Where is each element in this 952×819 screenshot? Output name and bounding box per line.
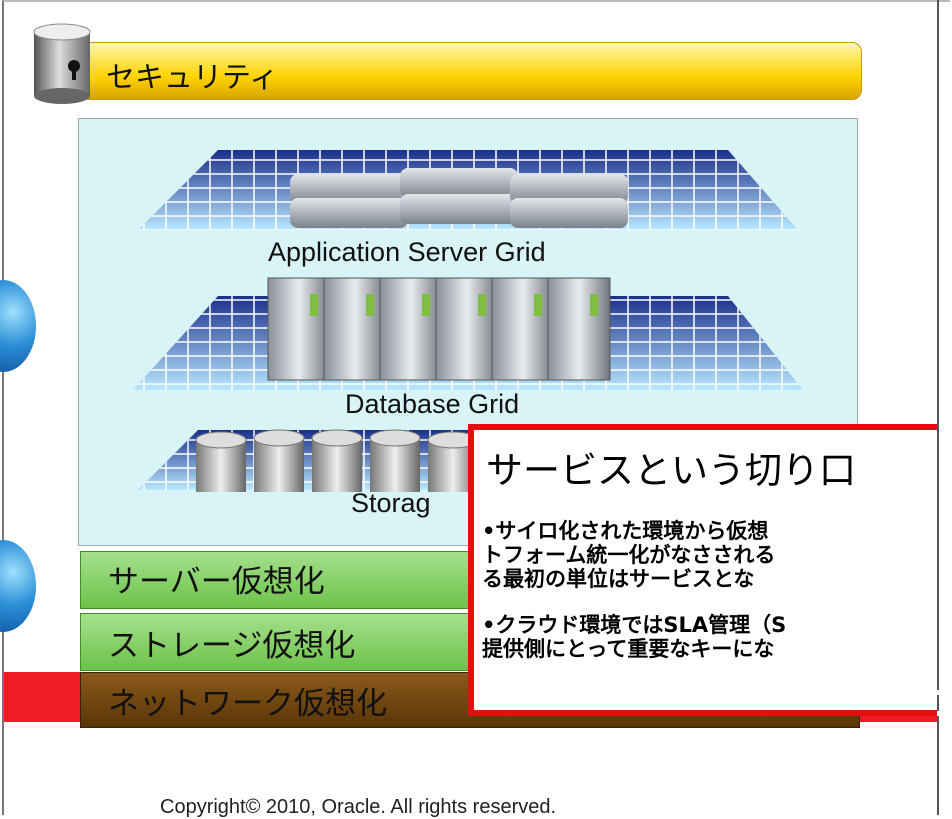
server-virtualization-label: サーバー仮想化 — [108, 564, 325, 600]
storage-virtualization-label: ストレージ仮想化 — [108, 628, 356, 664]
storage-grid-label: Storag — [351, 488, 431, 518]
security-label: セキュリティ — [106, 60, 279, 94]
app-server-icons — [290, 168, 628, 228]
callout-bullet-1-line-2: トフォーム統一化がなさされる — [482, 543, 776, 567]
service-callout-box — [468, 424, 937, 716]
db-server-icons — [267, 277, 611, 381]
callout-bullet-1-line-3: る最初の単位はサービスとな — [482, 567, 755, 591]
database-grid-label: Database Grid — [345, 389, 520, 419]
callout-title: サービスという切り口 — [486, 449, 856, 492]
callout-clip: サービスという切り口 •サイロ化された環境から仮想 トフォーム統一化がなさされる… — [468, 424, 937, 716]
network-virtualization-label: ネットワーク仮想化 — [108, 686, 387, 722]
lock-cylinder-icon — [33, 23, 91, 104]
app-server-grid-label: Application Server Grid — [268, 237, 546, 267]
slide-right-border — [937, 0, 939, 815]
callout-bullet-2-line-1: •クラウド環境ではSLA管理（S — [482, 613, 787, 637]
copyright-text: Copyright© 2010, Oracle. All rights rese… — [160, 796, 557, 818]
callout-bullet-1-line-1: •サイロ化された環境から仮想 — [482, 519, 769, 543]
callout-bullet-2-line-2: 提供側にとって重要なキーにな — [482, 637, 775, 661]
